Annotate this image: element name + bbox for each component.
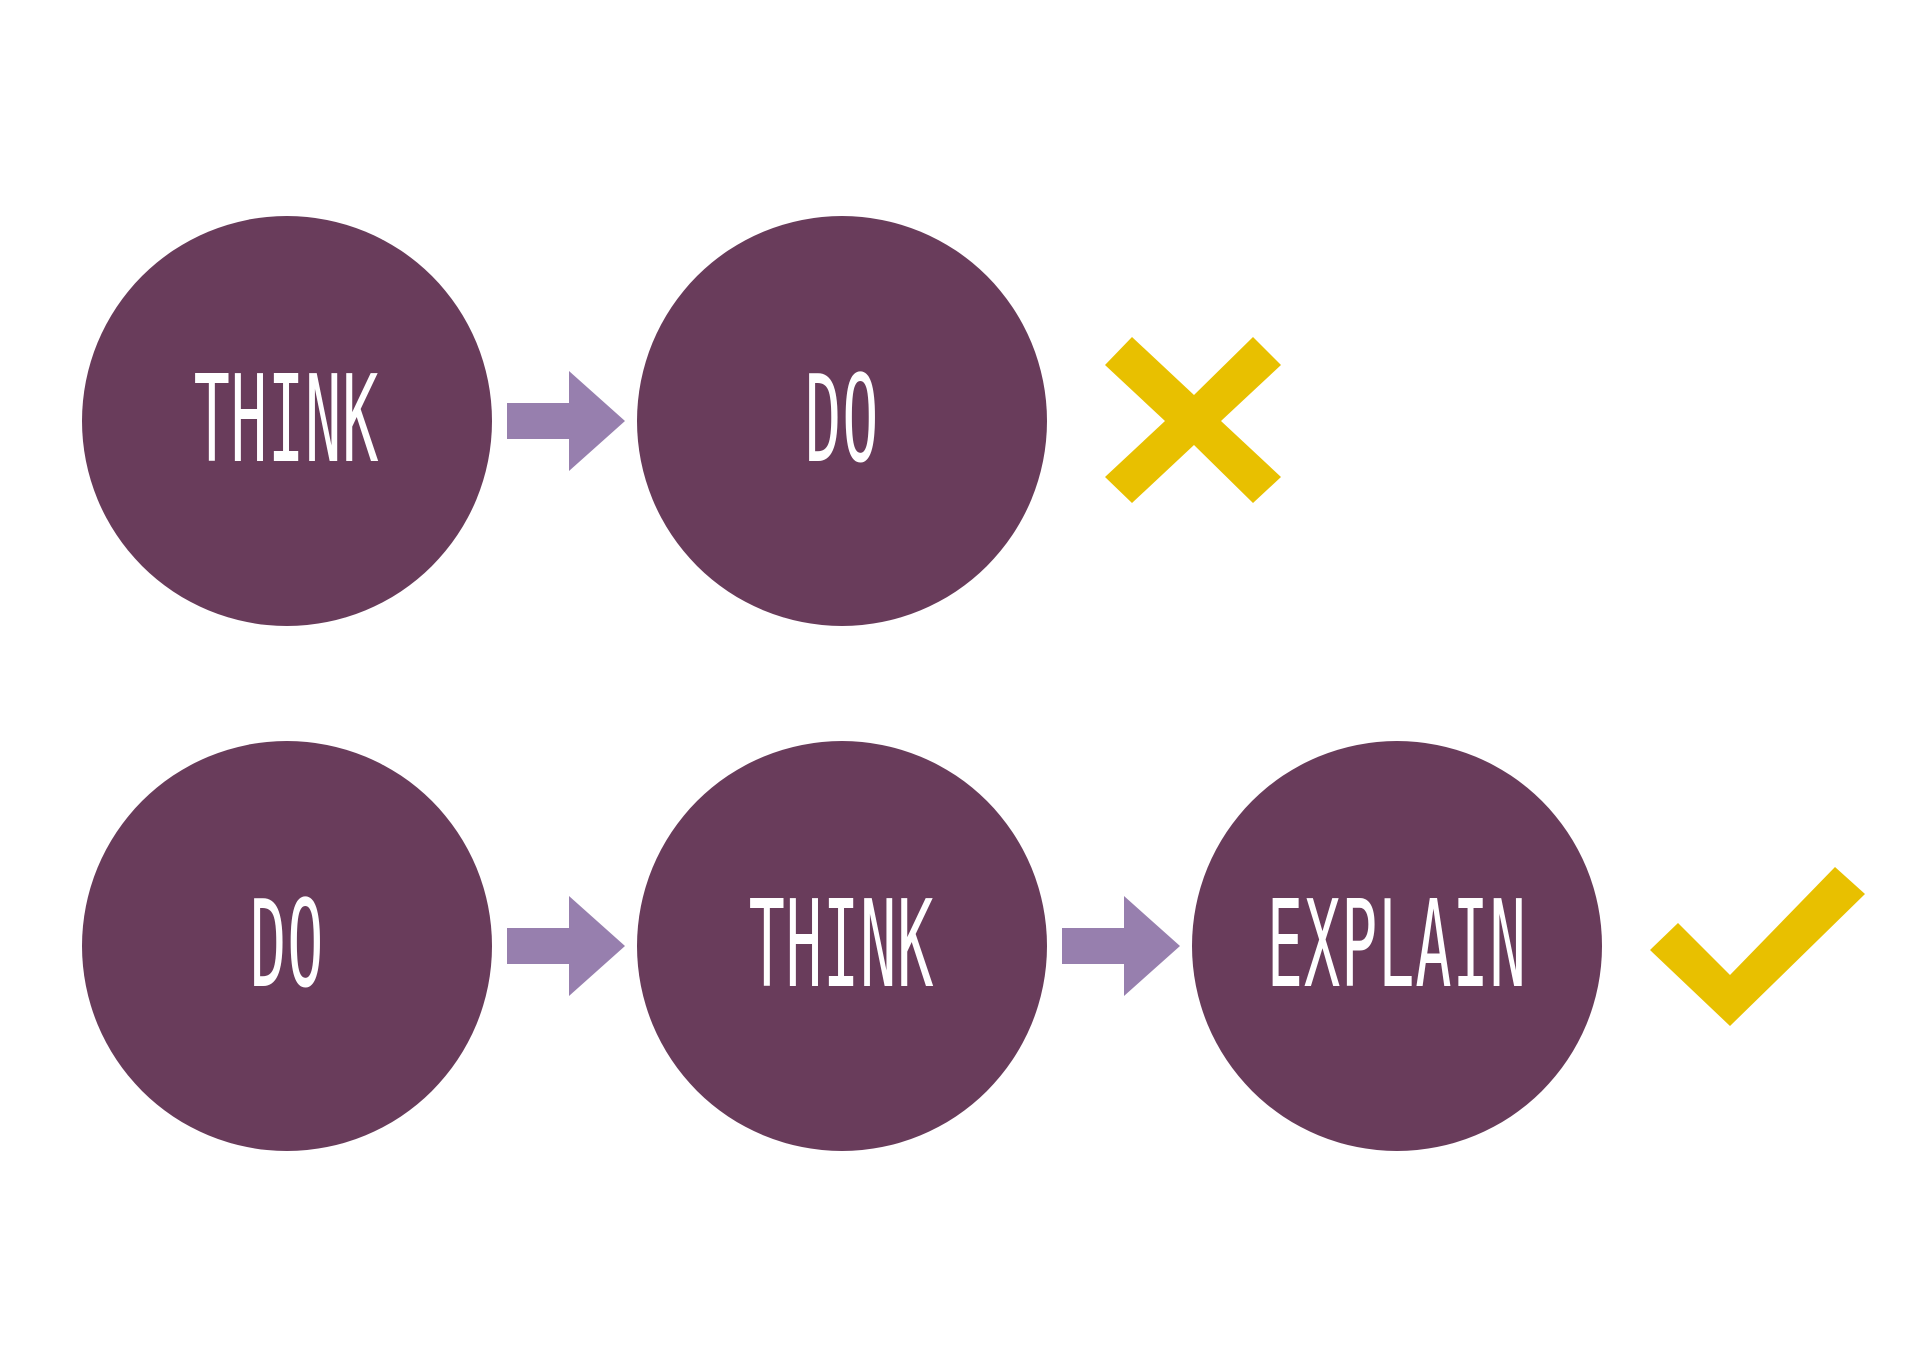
step-do: DO — [637, 216, 1047, 626]
step-think: THINK — [637, 741, 1047, 1151]
step-label: EXPLAIN — [1267, 876, 1527, 1015]
step-think: THINK — [82, 216, 492, 626]
arrow-right-icon — [507, 896, 625, 996]
step-label: THINK — [749, 876, 935, 1015]
arrow-right-icon — [507, 371, 625, 471]
check-icon — [1650, 867, 1865, 1026]
step-do: DO — [82, 741, 492, 1151]
step-explain: EXPLAIN — [1192, 741, 1602, 1151]
step-label: DO — [249, 876, 325, 1015]
arrow-right-icon — [1062, 896, 1180, 996]
step-label: DO — [804, 351, 880, 490]
cross-icon — [1105, 337, 1281, 503]
step-label: THINK — [194, 351, 380, 490]
